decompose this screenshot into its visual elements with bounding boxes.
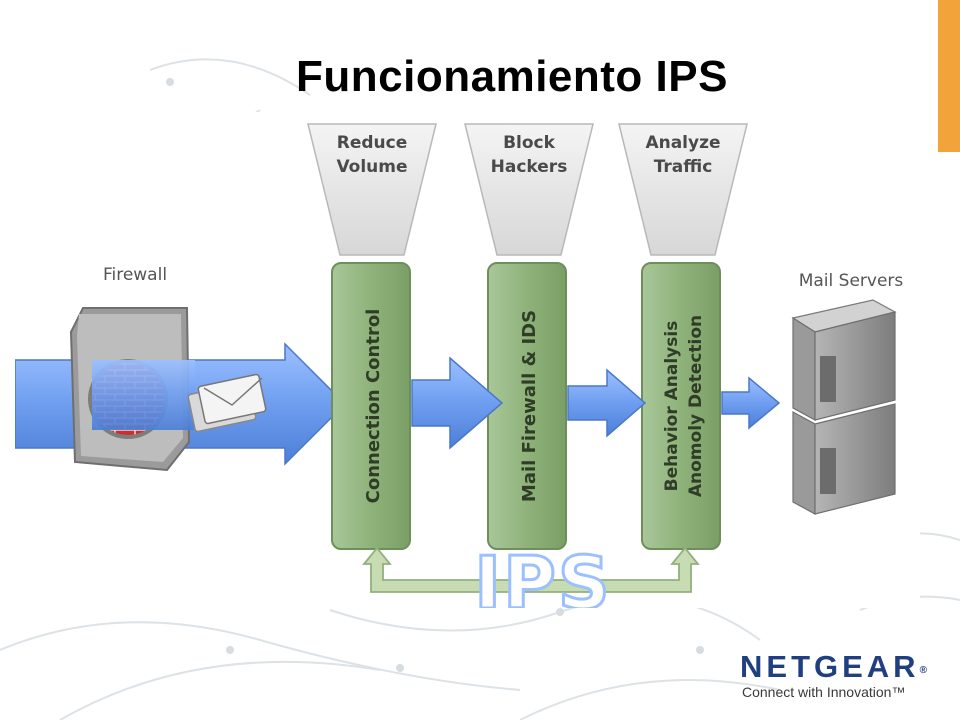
mail-server-icon bbox=[791, 299, 897, 516]
funnel-label-line2: Volume bbox=[336, 157, 407, 177]
funnel-label-line2: Hackers bbox=[491, 157, 568, 177]
firewall-icon bbox=[69, 307, 195, 472]
accent-bar bbox=[938, 0, 960, 152]
stage-label: Mail Firewall & IDS bbox=[519, 310, 540, 502]
stage-connection-control: Connection Control bbox=[331, 262, 411, 550]
funnel-label-line1: Reduce bbox=[337, 133, 408, 153]
stage-mail-firewall-ids: Mail Firewall & IDS bbox=[487, 262, 567, 550]
stage-label-line2: Anomoly Detection bbox=[686, 315, 706, 497]
funnel-block-hackers: Block Hackers bbox=[464, 123, 594, 256]
ips-label: IPS bbox=[474, 541, 611, 608]
stage-behavior-analysis: Behavior Analysis Anomoly Detection bbox=[641, 262, 721, 550]
flow-arrow-3 bbox=[567, 368, 647, 438]
stage-label: Connection Control bbox=[363, 309, 384, 504]
feedback-loop-arrow bbox=[362, 546, 700, 593]
logo-brand: NETGEAR® bbox=[740, 649, 927, 684]
mail-servers-label: Mail Servers bbox=[799, 271, 904, 291]
logo-tagline: Connect with Innovation™ bbox=[742, 684, 906, 700]
email-envelope-icon bbox=[187, 373, 267, 433]
firewall-label: Firewall bbox=[103, 265, 167, 285]
netgear-logo: NETGEAR® Connect with Innovation™ bbox=[740, 649, 940, 701]
funnel-label-line1: Analyze bbox=[645, 133, 720, 153]
stage-label-line1: Behavior Analysis bbox=[662, 321, 682, 492]
funnel-label-line2: Traffic bbox=[654, 157, 713, 177]
funnel-label-line1: Block bbox=[503, 133, 556, 153]
slide-title: Funcionamiento IPS bbox=[296, 52, 728, 101]
funnel-analyze-traffic: Analyze Traffic bbox=[618, 123, 748, 256]
ips-diagram: Firewall Reduce Volume Block Hackers Ana… bbox=[15, 112, 920, 608]
funnel-reduce-volume: Reduce Volume bbox=[307, 123, 437, 256]
flow-arrow-4 bbox=[721, 376, 781, 430]
flow-arrow-2 bbox=[411, 356, 504, 450]
